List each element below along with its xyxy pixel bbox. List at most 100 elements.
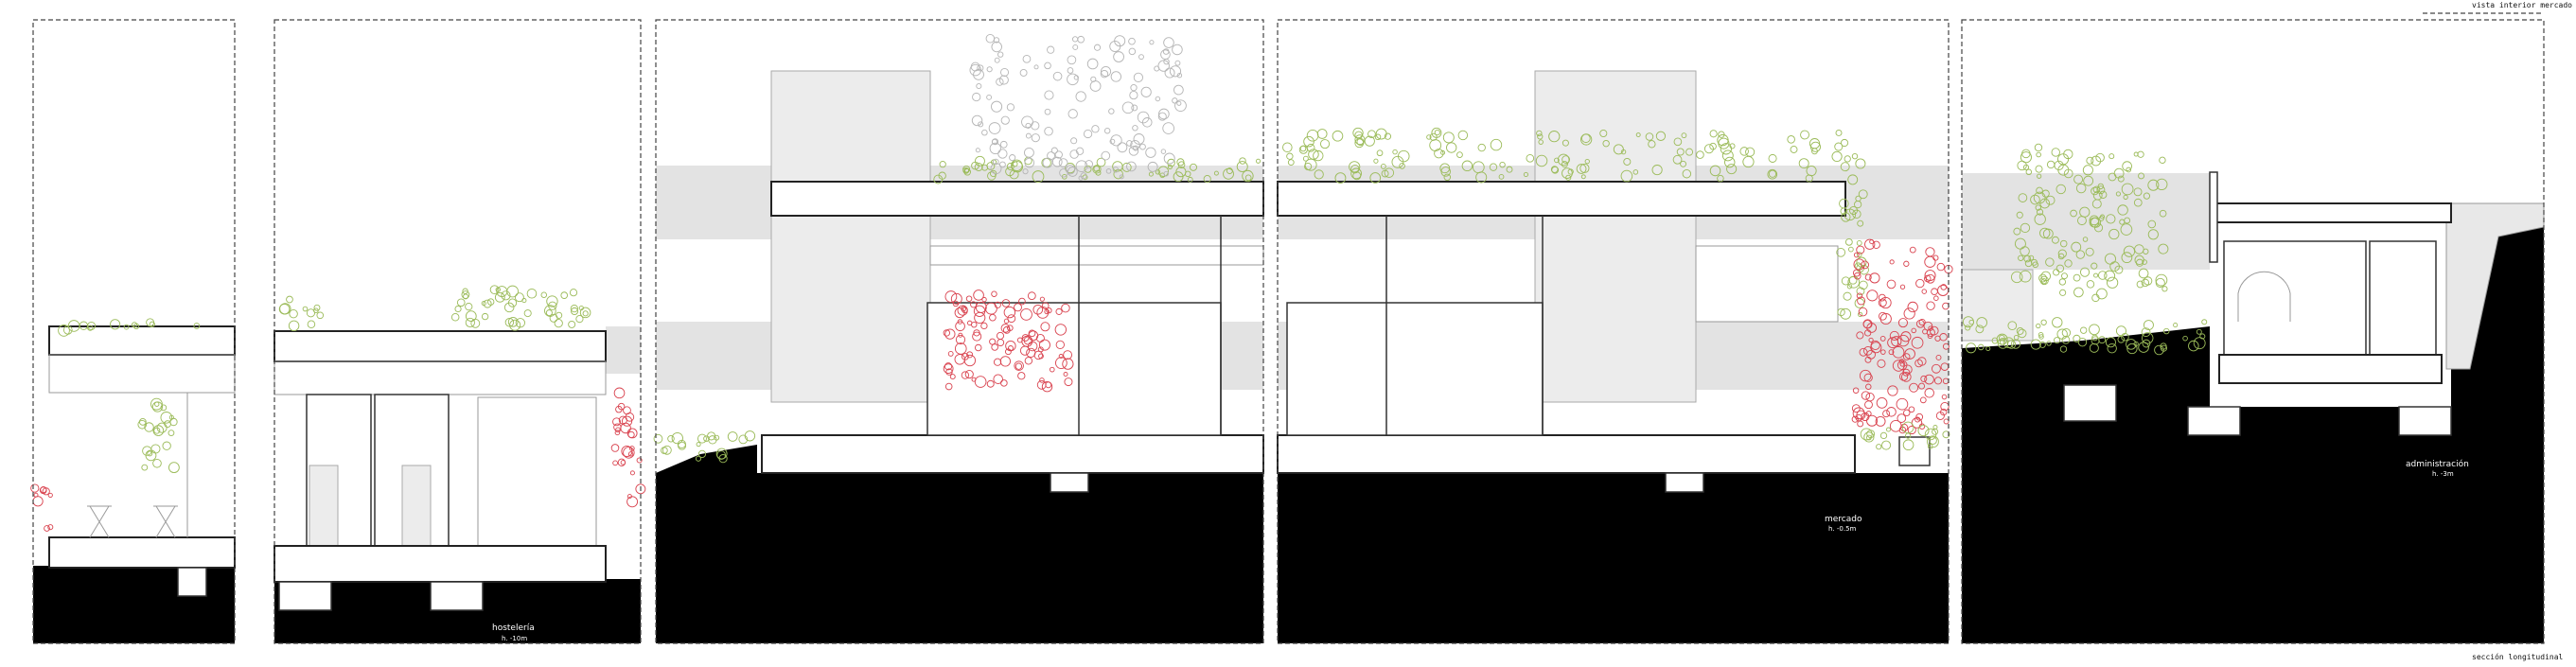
foliage-leaf — [1742, 155, 1755, 168]
foliage-leaf — [955, 334, 966, 345]
foliage-leaf — [1900, 331, 1912, 342]
foliage-leaf — [1879, 336, 1886, 342]
foliage-leaf — [1101, 150, 1111, 161]
foliage-leaf — [1853, 272, 1861, 280]
foliage-leaf — [1841, 212, 1851, 222]
foliage-leaf — [2079, 326, 2088, 334]
foliage-leaf — [1084, 165, 1092, 173]
foliage-leaf — [2061, 272, 2068, 280]
ground-grass — [1860, 421, 1950, 451]
foliage-leaf — [2160, 344, 2167, 352]
foliage-leaf — [461, 290, 470, 299]
foliage-leaf — [1051, 156, 1063, 167]
foliage-leaf — [696, 442, 701, 448]
foliage-leaf — [2024, 259, 2033, 268]
foliage-leaf — [2091, 199, 2102, 209]
foliage-leaf — [1002, 325, 1011, 334]
foliage-leaf — [1091, 125, 1100, 133]
foliage-leaf — [944, 382, 953, 391]
foliage-leaf — [289, 308, 298, 319]
foliage-leaf — [1902, 439, 1914, 451]
foliage-leaf — [1851, 404, 1861, 413]
foliage-leaf — [1909, 246, 1916, 254]
foliage-leaf — [2019, 270, 2032, 283]
foliage-leaf — [162, 441, 171, 450]
ground-grass — [653, 430, 756, 464]
foliage-leaf — [2020, 222, 2031, 234]
foliage-leaf — [697, 433, 707, 444]
foliage-leaf — [2159, 156, 2166, 165]
foliage-leaf — [2036, 323, 2041, 329]
foliage-leaf — [540, 291, 548, 298]
foliage-leaf — [486, 298, 495, 306]
foliage-leaf — [1040, 322, 1050, 332]
foliage-leaf — [30, 483, 40, 493]
foliage-leaf — [617, 458, 626, 467]
foliage-leaf — [1915, 412, 1924, 421]
foliage-leaf — [1863, 431, 1875, 443]
foliage-leaf — [2091, 336, 2100, 345]
foliage-leaf — [2126, 342, 2138, 355]
foliage-leaf — [168, 414, 174, 420]
foliage-leaf — [1163, 170, 1170, 177]
foliage-leaf — [1886, 279, 1897, 290]
foliage-leaf — [2076, 216, 2087, 226]
foliage-leaf — [1862, 319, 1873, 329]
foliage-leaf — [1380, 163, 1386, 169]
foliage-leaf — [1966, 342, 1977, 354]
foliage-leaf — [1067, 67, 1074, 74]
foliage-leaf — [954, 342, 967, 355]
foliage-leaf — [1028, 329, 1036, 338]
foliage-leaf — [2137, 150, 2144, 158]
foliage-leaf — [2133, 341, 2139, 347]
foliage-leaf — [2054, 337, 2061, 344]
foliage-leaf — [950, 292, 962, 305]
foliage-leaf — [1940, 408, 1948, 416]
foliage-leaf — [1369, 172, 1382, 184]
foliage-leaf — [971, 377, 977, 382]
foliage-leaf — [1242, 169, 1254, 183]
foliage-leaf — [1085, 160, 1093, 168]
foliage-leaf — [1148, 171, 1154, 177]
foliage-leaf — [1920, 375, 1928, 382]
foliage-leaf — [141, 464, 149, 471]
foliage-leaf — [2106, 214, 2116, 224]
foliage-leaf — [1859, 369, 1872, 382]
foliage-leaf — [1887, 385, 1898, 396]
foliage-leaf — [1806, 165, 1817, 177]
foliage-leaf — [1928, 325, 1933, 331]
foliage-leaf — [1858, 189, 1868, 200]
foliage-leaf — [1879, 311, 1887, 321]
foliage-leaf — [1901, 372, 1912, 382]
foliage-leaf — [456, 298, 466, 307]
foliage-leaf — [1918, 318, 1926, 326]
foliage-leaf — [993, 37, 1000, 44]
foliage-leaf — [2082, 237, 2089, 242]
foliage-leaf — [2099, 190, 2108, 199]
foliage-leaf — [965, 295, 973, 302]
foliage-leaf — [1859, 347, 1868, 357]
foliage-leaf — [2033, 191, 2046, 204]
foliage-leaf — [1580, 133, 1593, 146]
foliage-leaf — [671, 431, 683, 445]
foliage-leaf — [1856, 292, 1863, 299]
foliage-leaf — [1077, 35, 1085, 44]
foliage-leaf — [695, 455, 702, 462]
foliage-leaf — [1049, 366, 1055, 373]
foliage-leaf — [1808, 138, 1821, 149]
foliage-leaf — [1176, 73, 1183, 79]
foliage-leaf — [523, 309, 532, 318]
foliage-leaf — [1602, 139, 1610, 148]
foliage-leaf — [2108, 228, 2120, 240]
level-label: h. -0.5m — [1828, 525, 1857, 533]
foliage-leaf — [1940, 401, 1950, 412]
foliage-leaf — [1130, 139, 1140, 150]
floor-slab — [761, 434, 1264, 474]
foliage-leaf — [1026, 347, 1036, 358]
foliage-leaf — [1392, 149, 1398, 155]
foliage-leaf — [1032, 304, 1044, 315]
foliage-leaf — [1866, 290, 1879, 302]
foliage-leaf — [2057, 249, 2067, 258]
foliage-leaf — [1840, 307, 1852, 320]
foliage-leaf — [1356, 137, 1365, 147]
